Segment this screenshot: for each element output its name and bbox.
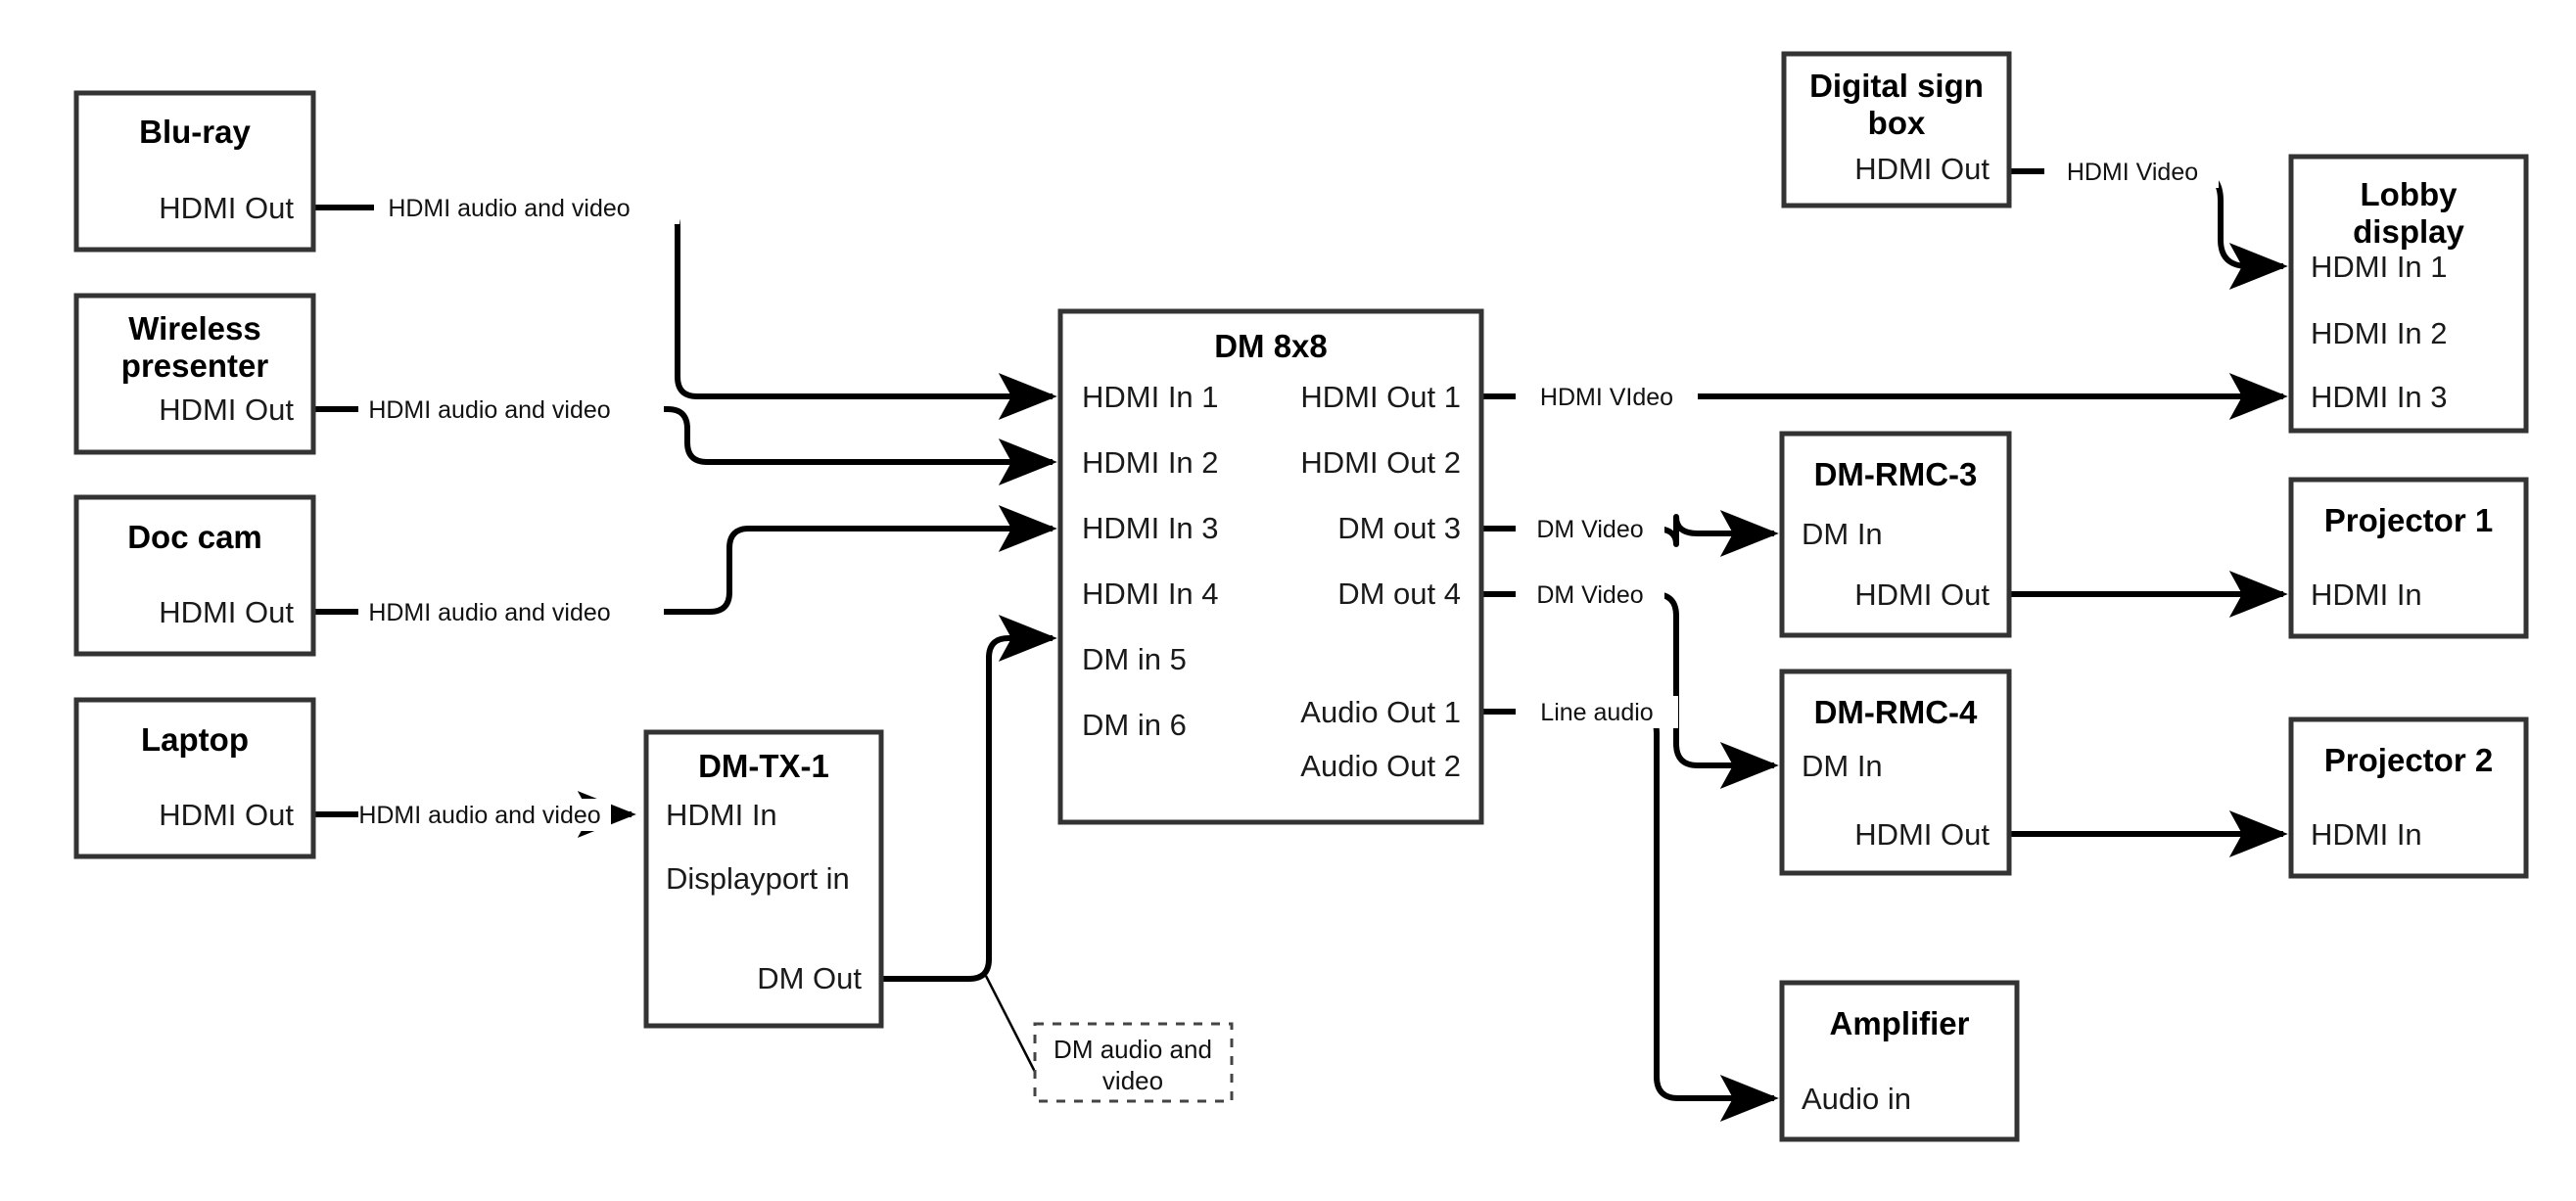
dm-8x8-port-hdmi-in-1: HDMI In 1 bbox=[1082, 380, 1219, 414]
doc-cam-port-hdmi-out: HDMI Out bbox=[159, 595, 294, 629]
node-lobby-display[interactable]: Lobby display HDMI In 1 HDMI In 2 HDMI I… bbox=[2288, 154, 2529, 434]
edge-label-hdmi-video-dsb: HDMI Video bbox=[2067, 159, 2198, 186]
dm-rmc-4-port-dm-in: DM In bbox=[1802, 749, 1883, 783]
edge-dsb-to-lobby: HDMI Video bbox=[2009, 156, 2288, 290]
node-dm-rmc-4[interactable]: DM-RMC-4 DM In HDMI Out bbox=[1779, 669, 2012, 876]
dm-rmc-3-port-dm-in: DM In bbox=[1802, 517, 1883, 551]
digital-sign-box-title-line1: Digital sign bbox=[1809, 68, 1984, 104]
digital-sign-box-title-line2: box bbox=[1868, 105, 1926, 141]
doc-cam-title: Doc cam bbox=[127, 519, 262, 555]
laptop-title: Laptop bbox=[141, 721, 249, 758]
edge-dm8x8-hdmiout1-to-lobby: HDMI VIdeo bbox=[1481, 373, 2288, 420]
dm-rmc-4-port-hdmi-out: HDMI Out bbox=[1854, 817, 1990, 852]
edge-dm8x8-dmout4-to-rmc4: DM Video bbox=[1481, 578, 1779, 789]
projector-1-title: Projector 1 bbox=[2324, 502, 2493, 538]
dm-8x8-port-dm-out-4: DM out 4 bbox=[1337, 577, 1461, 611]
projector-1-port-hdmi-in: HDMI In bbox=[2311, 577, 2422, 612]
node-dm-tx-1[interactable]: DM-TX-1 HDMI In Displayport in DM Out bbox=[643, 729, 884, 1029]
dm-8x8-port-audio-out-1: Audio Out 1 bbox=[1300, 695, 1461, 729]
blu-ray-title: Blu-ray bbox=[139, 114, 251, 150]
node-wireless-presenter[interactable]: Wireless presenter HDMI Out bbox=[73, 293, 316, 455]
edge-doccam-to-dm8x8: HDMI audio and video bbox=[313, 505, 1057, 628]
dm-8x8-port-hdmi-in-2: HDMI In 2 bbox=[1082, 445, 1219, 480]
lobby-display-port-hdmi-in-1: HDMI In 1 bbox=[2311, 250, 2448, 284]
node-amplifier[interactable]: Amplifier Audio in bbox=[1779, 980, 2020, 1142]
node-digital-sign-box[interactable]: Digital sign box HDMI Out bbox=[1781, 51, 2012, 208]
lobby-display-port-hdmi-in-3: HDMI In 3 bbox=[2311, 380, 2448, 414]
projector-2-title: Projector 2 bbox=[2324, 742, 2493, 778]
callout-dm-audio-and-video: DM audio and video bbox=[1033, 1022, 1234, 1103]
amplifier-port-audio-in: Audio in bbox=[1802, 1082, 1911, 1116]
dm-8x8-port-audio-out-2: Audio Out 2 bbox=[1300, 749, 1461, 783]
projector-2-port-hdmi-in: HDMI In bbox=[2311, 817, 2422, 852]
dm-tx-1-title: DM-TX-1 bbox=[698, 748, 829, 784]
dm-tx-1-port-displayport-in: Displayport in bbox=[666, 861, 850, 896]
wireless-presenter-title-line1: Wireless bbox=[128, 310, 260, 346]
edge-label-hdmi-video-out1: HDMI VIdeo bbox=[1540, 384, 1673, 411]
dm-rmc-3-port-hdmi-out: HDMI Out bbox=[1854, 577, 1990, 612]
lobby-display-title-line2: display bbox=[2353, 213, 2464, 250]
blu-ray-port-hdmi-out: HDMI Out bbox=[159, 191, 294, 225]
callout-text-line2: video bbox=[1102, 1066, 1163, 1095]
lobby-display-port-hdmi-in-2: HDMI In 2 bbox=[2311, 316, 2448, 350]
edge-label-bluray: HDMI audio and video bbox=[388, 195, 630, 222]
edge-label-dm-video-4: DM Video bbox=[1536, 581, 1643, 609]
edge-dmtx-to-dm8x8 bbox=[881, 615, 1057, 982]
wireless-presenter-title-line2: presenter bbox=[121, 347, 269, 384]
edge-dm8x8-dmout3-to-rmc3: DM Video bbox=[1481, 510, 1779, 557]
callout-text-line1: DM audio and bbox=[1054, 1035, 1212, 1064]
edge-label-wireless: HDMI audio and video bbox=[368, 396, 610, 424]
node-projector-1[interactable]: Projector 1 HDMI In bbox=[2288, 477, 2529, 639]
edge-label-doccam: HDMI audio and video bbox=[368, 599, 610, 626]
node-dm-8x8[interactable]: DM 8x8 HDMI In 1 HDMI In 2 HDMI In 3 HDM… bbox=[1057, 308, 1484, 825]
dm-rmc-4-title: DM-RMC-4 bbox=[1814, 694, 1978, 730]
dm-8x8-port-hdmi-out-2: HDMI Out 2 bbox=[1300, 445, 1461, 480]
wireless-presenter-port-hdmi-out: HDMI Out bbox=[159, 393, 294, 427]
edge-wireless-to-dm8x8: HDMI audio and video bbox=[313, 393, 1057, 485]
node-blu-ray[interactable]: Blu-ray HDMI Out bbox=[73, 90, 316, 253]
lobby-display-title-line1: Lobby bbox=[2361, 176, 2459, 212]
dm-8x8-port-dm-in-5: DM in 5 bbox=[1082, 642, 1187, 676]
dm-rmc-3-title: DM-RMC-3 bbox=[1814, 456, 1978, 492]
edge-label-laptop: HDMI audio and video bbox=[358, 802, 600, 829]
dm-8x8-port-dm-in-6: DM in 6 bbox=[1082, 708, 1187, 742]
edge-laptop-to-dmtx: HDMI audio and video bbox=[313, 791, 636, 838]
node-dm-rmc-3[interactable]: DM-RMC-3 DM In HDMI Out bbox=[1779, 431, 2012, 638]
digital-sign-box-port-hdmi-out: HDMI Out bbox=[1854, 152, 1990, 186]
edge-dm8x8-audioout1-to-amplifier: Line audio bbox=[1481, 696, 1779, 1122]
amplifier-title: Amplifier bbox=[1829, 1005, 1969, 1041]
callout-leader-line bbox=[984, 975, 1037, 1073]
edge-bluray-to-dm8x8: HDMI audio and video bbox=[313, 192, 1057, 420]
dm-tx-1-port-dm-out: DM Out bbox=[757, 961, 862, 995]
laptop-port-hdmi-out: HDMI Out bbox=[159, 798, 294, 832]
dm-tx-1-port-hdmi-in: HDMI In bbox=[666, 798, 777, 832]
dm-8x8-port-hdmi-in-3: HDMI In 3 bbox=[1082, 511, 1219, 545]
node-doc-cam[interactable]: Doc cam HDMI Out bbox=[73, 494, 316, 657]
edge-label-line-audio: Line audio bbox=[1540, 699, 1653, 726]
node-projector-2[interactable]: Projector 2 HDMI In bbox=[2288, 716, 2529, 879]
node-laptop[interactable]: Laptop HDMI Out bbox=[73, 697, 316, 859]
dm-8x8-title: DM 8x8 bbox=[1214, 328, 1328, 364]
dm-8x8-port-hdmi-in-4: HDMI In 4 bbox=[1082, 577, 1219, 611]
dm-8x8-port-hdmi-out-1: HDMI Out 1 bbox=[1300, 380, 1461, 414]
edge-label-dm-video-3: DM Video bbox=[1536, 516, 1643, 543]
dm-8x8-port-dm-out-3: DM out 3 bbox=[1337, 511, 1461, 545]
